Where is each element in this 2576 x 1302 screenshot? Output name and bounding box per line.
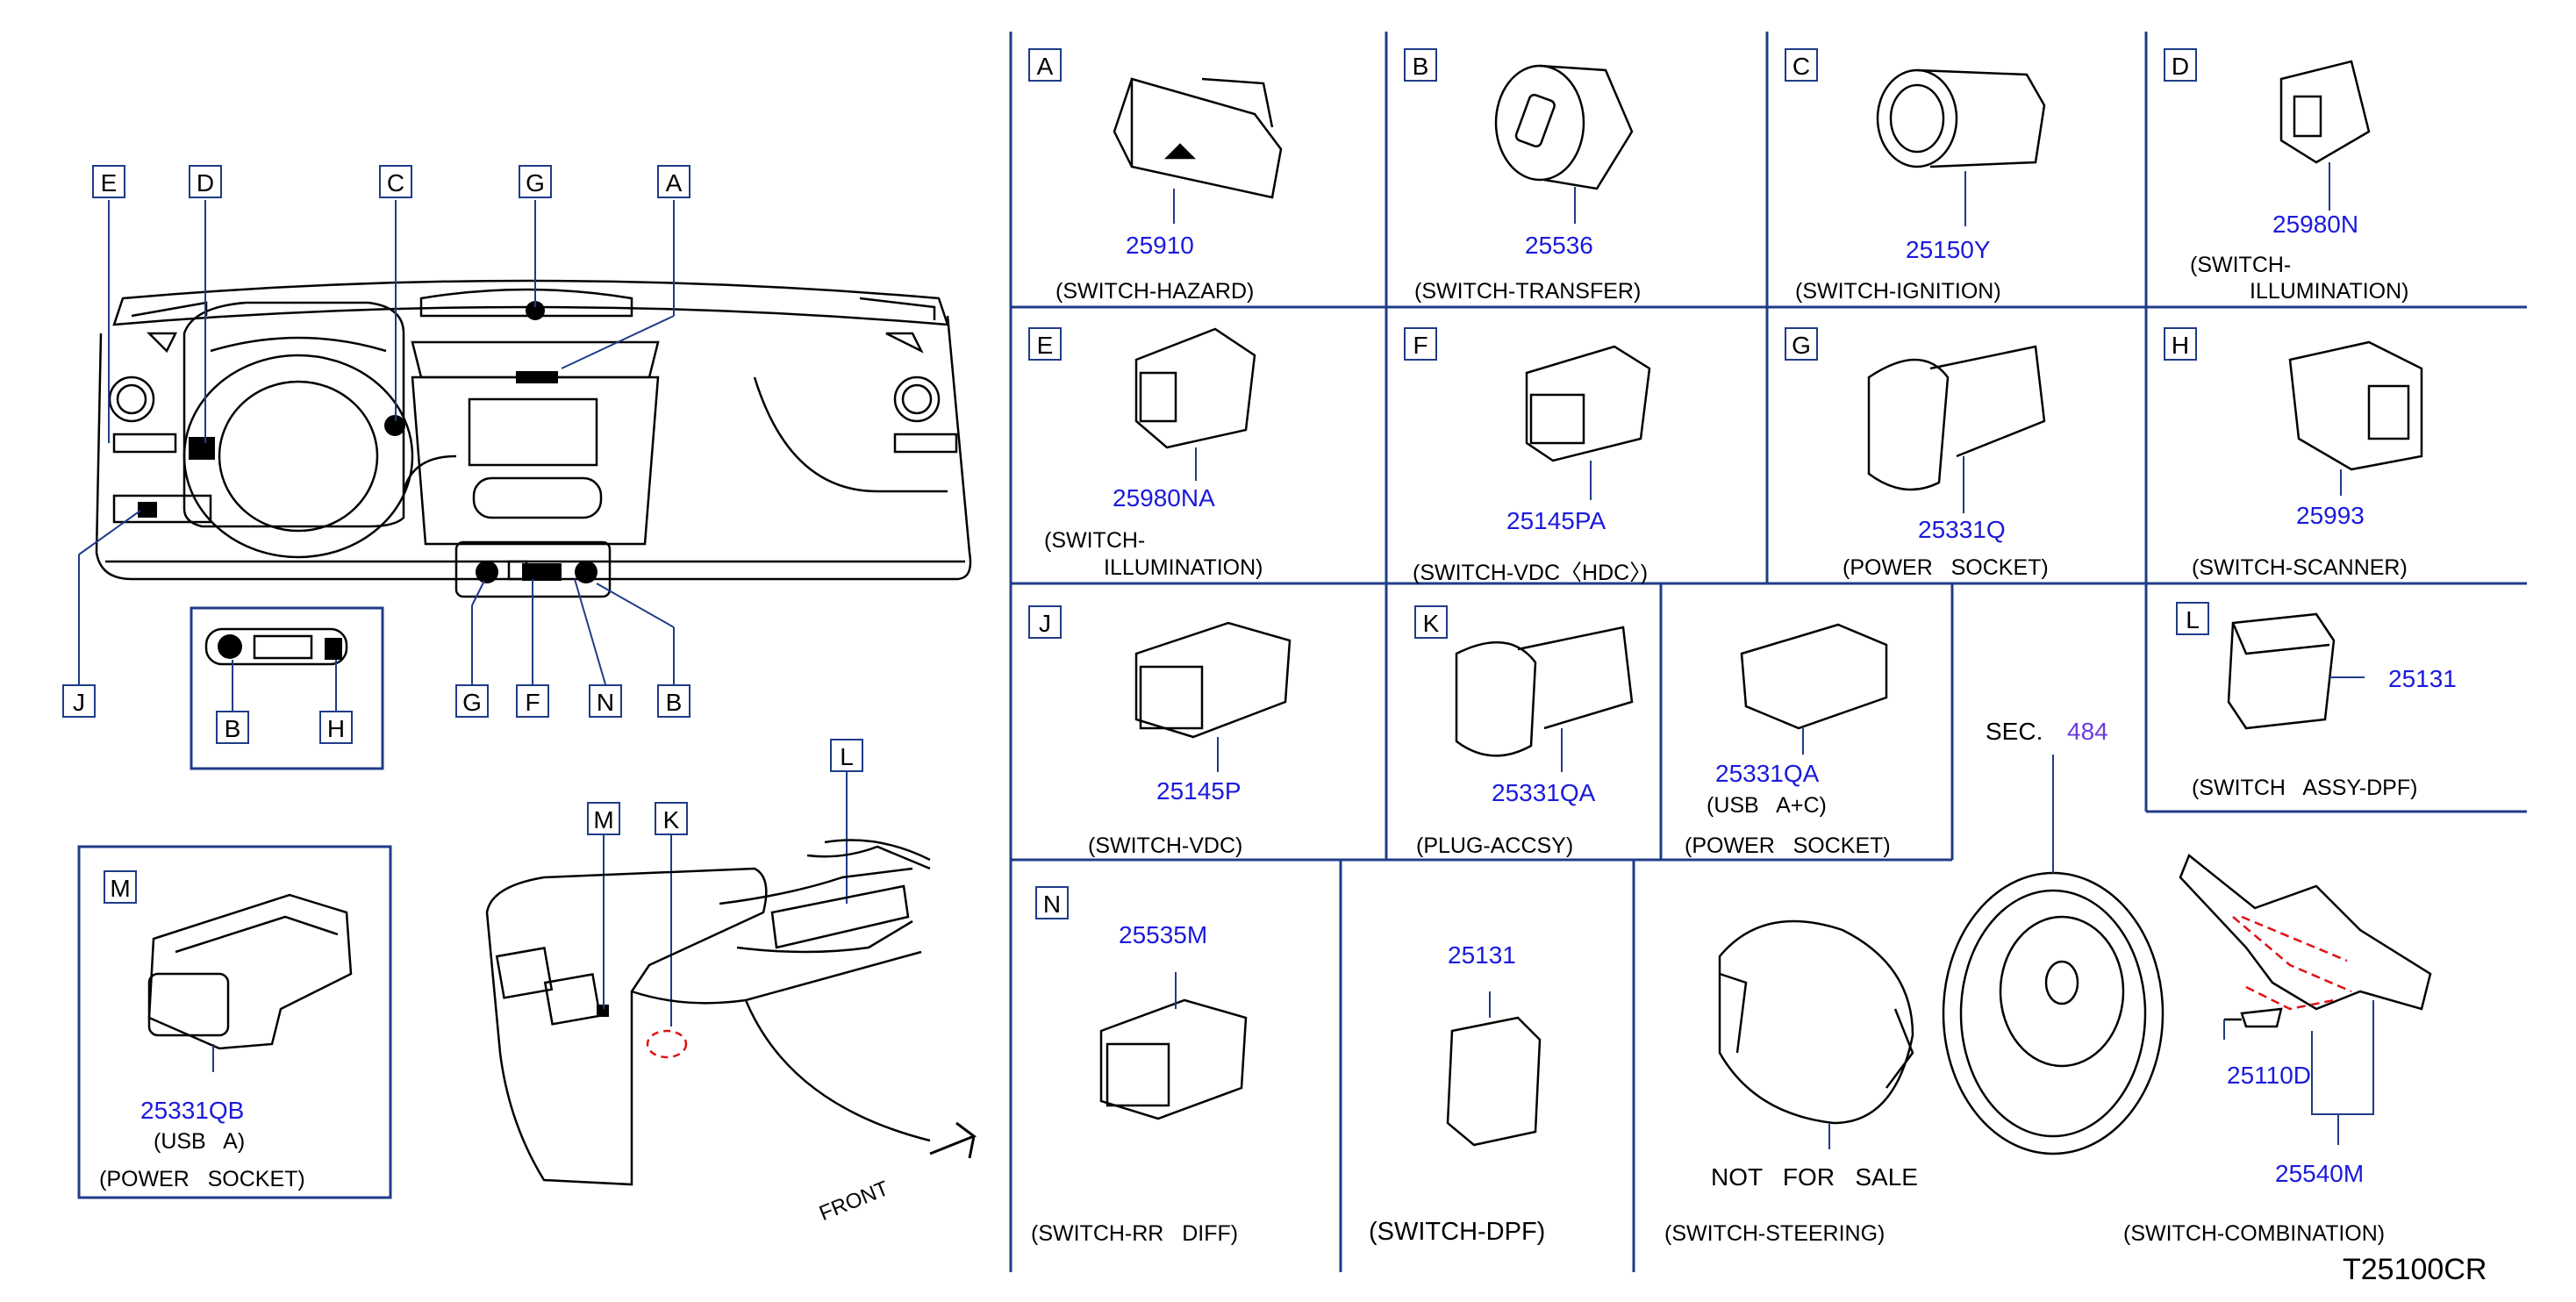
cell-a-name: (SWITCH-HAZARD) xyxy=(1055,279,1255,304)
steering-name: (SWITCH-STEERING) xyxy=(1664,1221,1885,1246)
cell-k-letter: K xyxy=(1414,605,1448,639)
cell-f-letter: F xyxy=(1404,327,1437,361)
cell-d-name-2: ILLUMINATION) xyxy=(2250,279,2409,304)
cell-g-name: (POWER SOCKET) xyxy=(1843,555,2049,580)
cell-c-part: 25150Y xyxy=(1906,236,1991,263)
dpf-name: (SWITCH-DPF) xyxy=(1369,1218,1546,1246)
panel-m-sub: (USB A) xyxy=(154,1129,246,1154)
cell-g-part: 25331Q xyxy=(1918,516,2006,543)
dash-label-b: B xyxy=(657,684,691,718)
console-drawing xyxy=(485,839,977,1186)
cell-f-part: 25145PA xyxy=(1506,507,1606,534)
cell-h-letter: H xyxy=(2164,327,2197,361)
cell-d-name: (SWITCH- xyxy=(2190,253,2292,277)
cell-k-part: 25331QA xyxy=(1492,779,1596,806)
cell-h-name: (SWITCH-SCANNER) xyxy=(2192,555,2408,580)
usb-ac-sub: (USB A+C) xyxy=(1707,793,1827,818)
cell-a-part: 25910 xyxy=(1126,232,1194,259)
usb-ac-name: (POWER SOCKET) xyxy=(1685,833,1891,858)
cell-a-letter: A xyxy=(1028,48,1062,82)
cell-e-name: (SWITCH- xyxy=(1044,528,1146,553)
console-label-l: L xyxy=(830,739,863,772)
cell-n-letter: N xyxy=(1035,886,1069,919)
cell-d-part: 25980N xyxy=(2272,211,2359,238)
cell-c-letter: C xyxy=(1785,48,1818,82)
panel-m-name: (POWER SOCKET) xyxy=(99,1167,305,1191)
dash-label-e: E xyxy=(92,165,125,198)
console-label-k: K xyxy=(655,802,688,835)
cell-e-letter: E xyxy=(1028,327,1062,361)
inset-label-h: H xyxy=(319,711,353,744)
dash-label-n: N xyxy=(589,684,622,718)
steering-note: NOT FOR SALE xyxy=(1711,1163,1918,1191)
cell-e-name-2: ILLUMINATION) xyxy=(1104,555,1263,580)
sec-label: SEC. xyxy=(1986,718,2043,745)
cell-f-name: (SWITCH-VDC〈HDC〉) xyxy=(1413,561,1649,585)
dash-label-g2: G xyxy=(455,684,489,718)
cell-l-name: (SWITCH ASSY-DPF) xyxy=(2192,776,2418,800)
dash-label-f: F xyxy=(516,684,549,718)
cell-l-letter: L xyxy=(2176,602,2209,635)
cell-d-letter: D xyxy=(2164,48,2197,82)
combination-part-b: 25540M xyxy=(2275,1160,2365,1187)
diagram-code: T25100CR xyxy=(2343,1253,2487,1286)
dash-label-g: G xyxy=(519,165,552,198)
combination-part-a: 25110D xyxy=(2227,1062,2312,1089)
cell-b-letter: B xyxy=(1404,48,1437,82)
cell-j-part: 25145P xyxy=(1156,777,1241,805)
dashboard-drawing xyxy=(95,279,972,598)
dash-label-a: A xyxy=(657,165,691,198)
inset-label-b: B xyxy=(216,711,249,744)
dash-label-d: D xyxy=(189,165,222,198)
console-label-m: M xyxy=(587,802,620,835)
cell-j-name: (SWITCH-VDC) xyxy=(1088,833,1243,858)
cell-e-part: 25980NA xyxy=(1113,484,1215,512)
panel-m-letter: M xyxy=(104,870,137,904)
cell-n-part: 25535M xyxy=(1119,921,1208,948)
dpf-part: 25131 xyxy=(1448,941,1516,969)
panel-m-part: 25331QB xyxy=(140,1097,245,1124)
combination-name: (SWITCH-COMBINATION) xyxy=(2123,1221,2386,1246)
cell-b-name: (SWITCH-TRANSFER) xyxy=(1414,279,1642,304)
sec-number: 484 xyxy=(2067,718,2108,745)
cell-g-letter: G xyxy=(1785,327,1818,361)
cell-k-name: (PLUG-ACCSY) xyxy=(1416,833,1574,858)
dash-label-c: C xyxy=(379,165,412,198)
cell-n-name: (SWITCH-RR DIFF) xyxy=(1031,1221,1239,1246)
cell-l-part: 25131 xyxy=(2388,665,2457,692)
cell-h-part: 25993 xyxy=(2296,502,2365,529)
dash-label-j: J xyxy=(62,684,96,718)
cell-j-letter: J xyxy=(1028,605,1062,639)
cell-c-name: (SWITCH-IGNITION) xyxy=(1795,279,2001,304)
cell-b-part: 25536 xyxy=(1525,232,1593,259)
usb-ac-part: 25331QA xyxy=(1715,760,1820,787)
